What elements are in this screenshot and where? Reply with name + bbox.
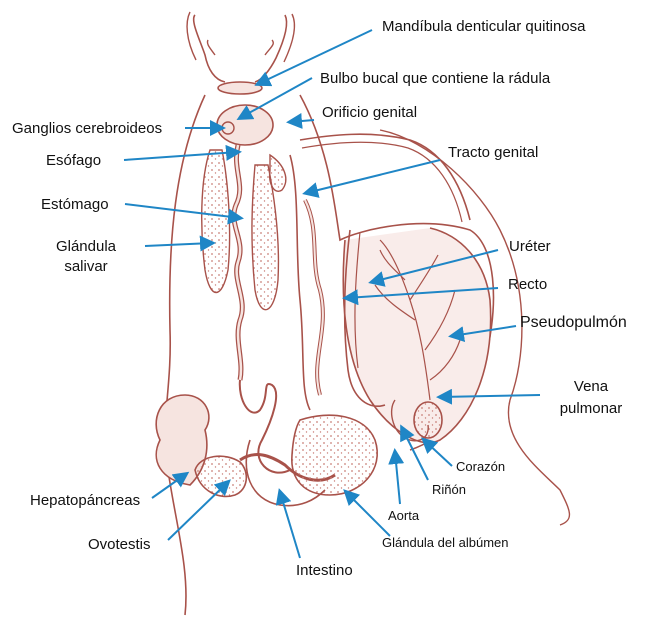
label-esofago: Esófago bbox=[46, 152, 101, 170]
label-rinon: Riñón bbox=[432, 482, 466, 498]
label-ureter: Uréter bbox=[509, 238, 551, 256]
label-aorta: Aorta bbox=[388, 508, 419, 524]
label-glandula-salivar-2: salivar bbox=[52, 258, 120, 276]
salivary-gland bbox=[202, 150, 230, 293]
label-orificio: Orificio genital bbox=[322, 104, 417, 122]
tentacle-left bbox=[194, 15, 225, 82]
albumen-gland bbox=[292, 415, 377, 495]
arrow-intestino bbox=[280, 492, 300, 558]
label-ganglios: Ganglios cerebroideos bbox=[12, 120, 162, 138]
label-recto: Recto bbox=[508, 276, 547, 294]
label-estomago: Estómago bbox=[41, 196, 109, 214]
label-corazon: Corazón bbox=[456, 459, 505, 475]
genital-lobes bbox=[270, 155, 286, 191]
label-vena-1: Vena bbox=[556, 378, 626, 396]
genital-tract-tube-3 bbox=[302, 142, 462, 222]
label-pseudopulmon: Pseudopulmón bbox=[520, 314, 627, 332]
label-glandula-albumen: Glándula del albúmen bbox=[382, 535, 508, 551]
tentacle-left-2 bbox=[187, 12, 196, 60]
label-ovotestis: Ovotestis bbox=[88, 536, 151, 554]
label-vena-2: pulmonar bbox=[556, 400, 626, 418]
label-glandula-salivar-1: Glándula bbox=[52, 238, 120, 256]
intestine-loop bbox=[240, 380, 290, 473]
arrow-albumen bbox=[346, 492, 390, 536]
small-tentacles bbox=[207, 40, 273, 55]
label-intestino: Intestino bbox=[296, 562, 353, 580]
arrow-corazon bbox=[424, 440, 452, 466]
arrow-orificio bbox=[290, 120, 314, 122]
jaw-shape bbox=[218, 82, 262, 94]
label-mandibula: Mandíbula denticular quitinosa bbox=[382, 18, 585, 36]
arrow-aorta bbox=[395, 452, 400, 504]
tentacle-right-2 bbox=[284, 14, 294, 62]
label-tracto: Tracto genital bbox=[448, 144, 538, 162]
ganglia bbox=[222, 122, 234, 134]
label-bulbo: Bulbo bucal que contiene la rádula bbox=[320, 70, 550, 88]
label-hepatopancreas: Hepatopáncreas bbox=[30, 492, 140, 510]
arrow-ovotestis bbox=[168, 482, 228, 540]
